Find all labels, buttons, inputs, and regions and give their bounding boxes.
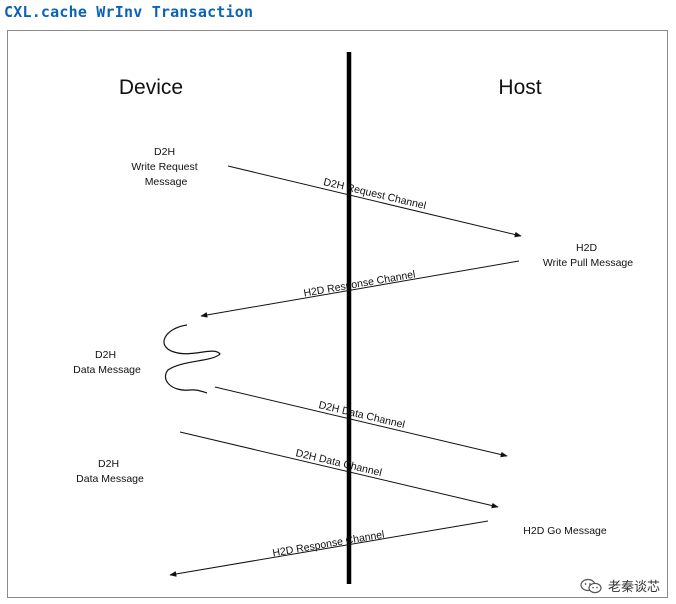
lane-label-host: Host <box>498 76 541 99</box>
msg-line: H2D <box>576 242 597 254</box>
lane-label-device: Device <box>119 76 183 99</box>
label-d2h-data-channel-2: D2H Data Channel <box>294 447 383 479</box>
msg-line: Data Message <box>73 364 141 376</box>
wechat-icon <box>580 578 602 593</box>
label-h2d-response-channel-1: H2D Response Channel <box>303 268 417 299</box>
watermark: 老秦谈芯 <box>580 576 660 595</box>
msg-line: Write Pull Message <box>543 257 633 269</box>
msg-d2h-data-1: D2H Data Message <box>73 349 141 376</box>
msg-line: D2H <box>95 349 116 361</box>
msg-line: D2H <box>98 458 119 470</box>
msg-line: Message <box>145 176 188 188</box>
msg-line: Data Message <box>76 473 144 485</box>
arrow-h2d-response-2 <box>169 520 489 577</box>
squiggle-connector <box>163 324 221 394</box>
watermark-text: 老秦谈芯 <box>607 580 660 595</box>
label-h2d-response-channel-2: H2D Response Channel <box>272 529 386 560</box>
msg-line: H2D Go Message <box>523 525 607 537</box>
arrow-h2d-response-1 <box>200 260 520 318</box>
msg-h2d-go: H2D Go Message <box>523 525 607 537</box>
msg-h2d-write-pull: H2D Write Pull Message <box>543 242 633 269</box>
label-d2h-request-channel: D2H Request Channel <box>322 176 427 212</box>
arrow-d2h-request <box>227 165 522 238</box>
arrow-d2h-data-2 <box>179 431 499 509</box>
msg-d2h-data-2: D2H Data Message <box>76 458 144 485</box>
arrow-d2h-data-1 <box>214 386 508 458</box>
label-d2h-data-channel-1: D2H Data Channel <box>317 399 406 431</box>
msg-line: D2H <box>154 146 175 158</box>
diagram-frame <box>7 30 668 598</box>
msg-line: Write Request <box>131 161 197 173</box>
msg-d2h-write-request: D2H Write Request Message <box>131 146 200 188</box>
page-title: CXL.cache WrInv Transaction <box>4 3 254 21</box>
